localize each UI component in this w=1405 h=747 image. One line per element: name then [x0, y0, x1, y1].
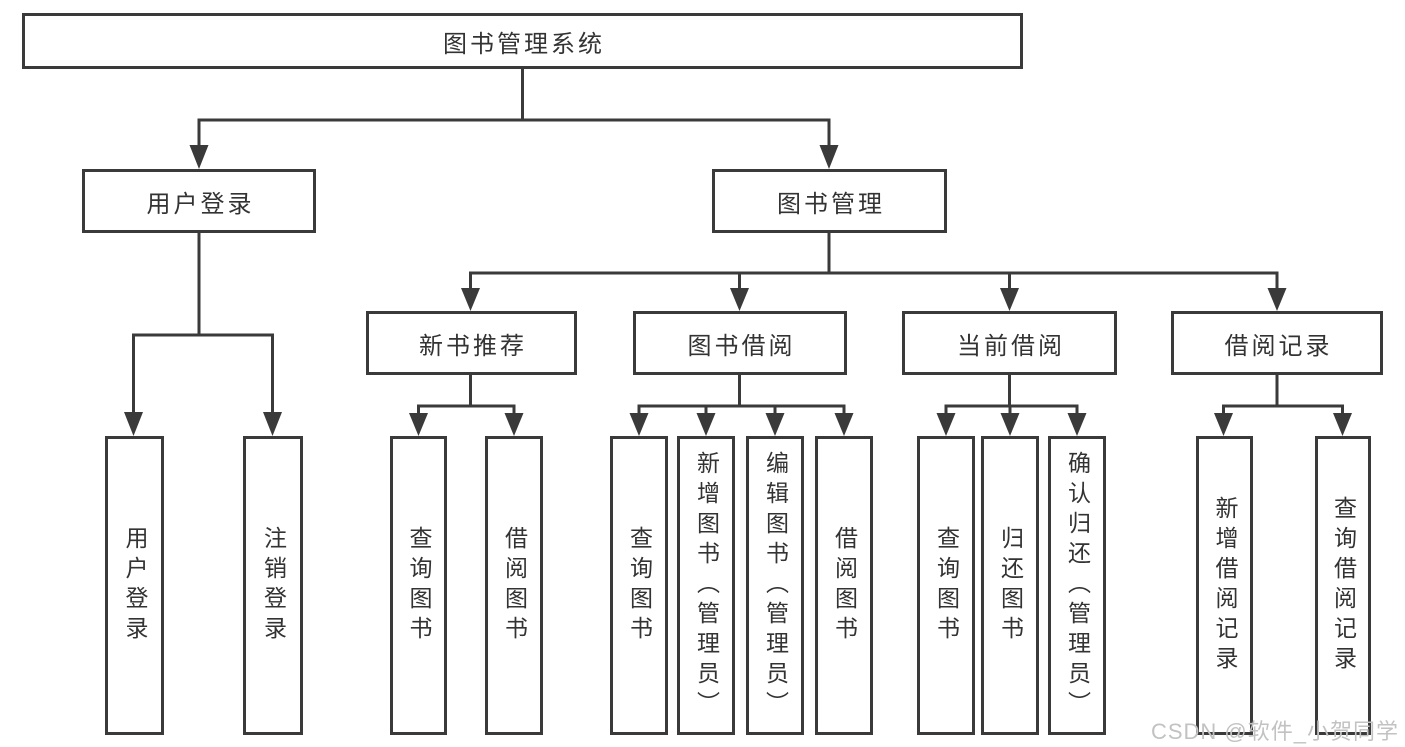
leaf-borrow-books-recommend: 借阅图书: [485, 436, 543, 735]
leaf-edit-books-admin-label: 编辑图书（管理员）: [762, 450, 789, 721]
node-new-book-recommend: 新书推荐: [366, 311, 577, 375]
leaf-logout: 注销登录: [243, 436, 303, 735]
node-book-borrow-label: 图书借阅: [687, 332, 796, 360]
leaf-borrow-books-label: 借阅图书: [831, 525, 858, 646]
node-book-management-label: 图书管理: [777, 190, 885, 218]
root-node-library-system: 图书管理系统: [22, 13, 1023, 69]
leaf-add-books-admin-label: 新增图书（管理员）: [693, 450, 720, 721]
leaf-user-login: 用户登录: [105, 436, 164, 735]
node-current-borrow: 当前借阅: [902, 311, 1117, 375]
leaf-borrow-books: 借阅图书: [815, 436, 873, 735]
csdn-watermark: CSDN @软件_小贺同学: [1150, 719, 1399, 744]
leaf-query-books-recommend: 查询图书: [390, 436, 447, 735]
leaf-add-borrow-record: 新增借阅记录: [1196, 436, 1253, 735]
leaf-add-borrow-record-label: 新增借阅记录: [1212, 495, 1238, 676]
leaf-edit-books-admin: 编辑图书（管理员）: [746, 436, 804, 735]
leaf-query-borrow-record-label: 查询借阅记录: [1330, 495, 1357, 676]
leaf-query-borrow-record: 查询借阅记录: [1315, 436, 1371, 735]
node-book-borrow: 图书借阅: [633, 311, 847, 375]
node-borrow-records: 借阅记录: [1171, 311, 1383, 375]
leaf-borrow-books-recommend-label: 借阅图书: [501, 525, 528, 646]
node-borrow-records-label: 借阅记录: [1224, 332, 1333, 360]
node-current-borrow-label: 当前借阅: [957, 332, 1065, 360]
node-user-login: 用户登录: [82, 169, 316, 233]
leaf-confirm-return-admin: 确认归还（管理员）: [1048, 436, 1106, 735]
node-new-book-recommend-label: 新书推荐: [419, 332, 527, 360]
leaf-query-books-current-label: 查询图书: [933, 525, 960, 646]
node-book-management: 图书管理: [712, 169, 947, 233]
leaf-confirm-return-admin-label: 确认归还（管理员）: [1064, 450, 1091, 721]
leaf-query-books-borrow: 查询图书: [610, 436, 668, 735]
leaf-return-books-label: 归还图书: [997, 525, 1024, 646]
node-user-login-label: 用户登录: [146, 190, 255, 218]
leaf-return-books: 归还图书: [981, 436, 1039, 735]
root-node-label: 图书管理系统: [443, 30, 605, 58]
leaf-user-login-label: 用户登录: [122, 525, 148, 646]
leaf-logout-label: 注销登录: [260, 525, 287, 646]
leaf-query-books-current: 查询图书: [917, 436, 975, 735]
leaf-query-books-recommend-label: 查询图书: [406, 525, 432, 646]
leaf-add-books-admin: 新增图书（管理员）: [677, 436, 735, 735]
leaf-query-books-borrow-label: 查询图书: [626, 525, 653, 646]
